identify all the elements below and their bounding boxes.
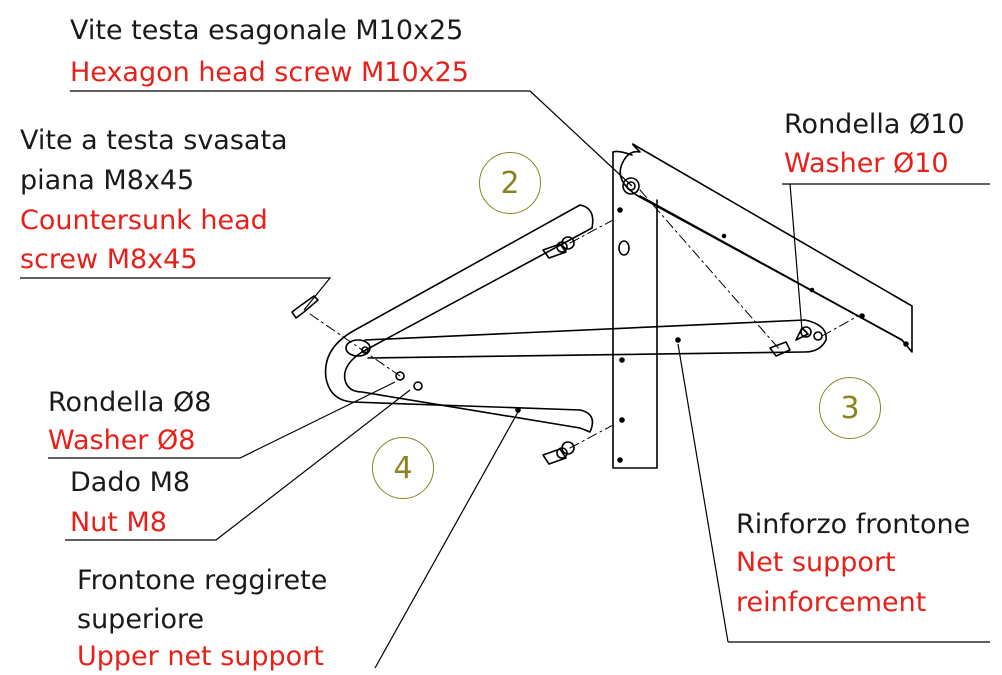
- assembly-axes: [309, 189, 859, 449]
- washer-10-label-en: Washer Ø10: [784, 148, 949, 179]
- vertical-post: [612, 150, 658, 469]
- reinforcement-label-en-2: reinforcement: [736, 587, 927, 618]
- nut-m8-label-it: Dado M8: [70, 467, 191, 498]
- washer-8-label-en: Washer Ø8: [48, 425, 196, 456]
- step-number-2: 2: [479, 152, 541, 214]
- countersunk-screw-label-it-1: Vite a testa svasata: [20, 125, 288, 156]
- reinforcement-label-en-1: Net support: [736, 547, 896, 578]
- reinforcement-bar: [364, 319, 827, 359]
- washer-10-label-it: Rondella Ø10: [784, 109, 965, 140]
- upper-net-support-label-en: Upper net support: [77, 641, 324, 672]
- countersunk-screw-label-it-2: piana M8x45: [20, 165, 195, 196]
- leader-lines: [20, 90, 990, 669]
- upper-net-support-label-it-2: superiore: [77, 604, 205, 635]
- countersunk-screw-label-en-1: Countersunk head: [20, 205, 268, 236]
- step-number-3: 3: [819, 377, 881, 439]
- countersunk-screw-label-en-2: screw M8x45: [20, 244, 198, 275]
- hex-screw-label-en: Hexagon head screw M10x25: [70, 57, 469, 88]
- nut-m8-label-en: Nut M8: [70, 507, 167, 538]
- upper-net-support-frame: [324, 204, 594, 433]
- washer-8-label-it: Rondella Ø8: [48, 387, 212, 418]
- step-number-4: 4: [372, 437, 434, 499]
- reinforcement-label-it: Rinforzo frontone: [736, 509, 971, 540]
- hex-screw-label-it: Vite testa esagonale M10x25: [70, 15, 464, 46]
- upper-net-support-label-it-1: Frontone reggirete: [77, 565, 328, 596]
- fasteners: [291, 177, 809, 465]
